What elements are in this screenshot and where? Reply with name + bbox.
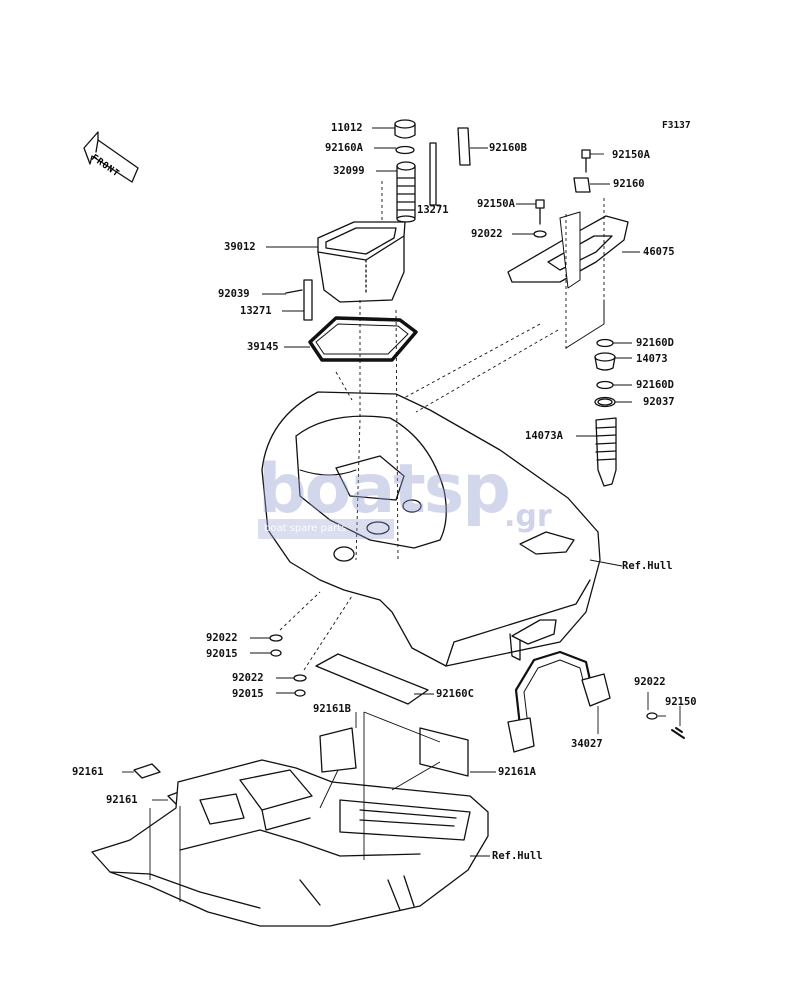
part-label-92161A: 92161A (498, 766, 536, 778)
watermark-main: boatsp (258, 450, 511, 529)
pin-92039 (285, 289, 303, 294)
pad-92160B (457, 127, 471, 166)
part-label-92160A: 92160A (325, 142, 363, 154)
part-label-92015-a: 92015 (206, 648, 238, 660)
part-label-92161-b: 92161 (106, 794, 138, 806)
part-label-11012: 11012 (331, 122, 363, 134)
hull-deck-upper (261, 391, 601, 667)
part-label-92037: 92037 (643, 396, 675, 408)
watermark-sub: boat spare parts (258, 519, 394, 539)
pad-92161-a (133, 763, 161, 779)
part-label-92022-a: 92022 (206, 632, 238, 644)
part-label-92039: 92039 (218, 288, 250, 300)
gasket-39145 (308, 316, 418, 362)
part-label-92160C: 92160C (436, 688, 474, 700)
washer-92022-top (533, 230, 547, 238)
bolt-92150A-top (581, 149, 591, 173)
ref-hull-lower: Ref.Hull (492, 850, 543, 862)
bracket-13271-low (303, 279, 313, 321)
part-label-92160D-1: 92160D (636, 337, 674, 349)
part-label-39145: 39145 (247, 341, 279, 353)
oring-92160A (395, 145, 415, 155)
watermark-logo: boatsp boat spare parts .gr (258, 450, 552, 545)
part-label-39012: 39012 (224, 241, 256, 253)
hose-14073A (595, 417, 617, 487)
oring-92160D-1 (596, 338, 614, 348)
part-label-92022-top: 92022 (471, 228, 503, 240)
washer-92022-a (269, 634, 283, 642)
rear-handle-34027 (507, 650, 611, 753)
part-label-13271-top: 13271 (417, 204, 449, 216)
filler-32099 (396, 161, 416, 223)
part-label-92160D-2: 92160D (636, 379, 674, 391)
nut-92015-b (294, 689, 306, 697)
part-label-92150A-mid: 92150A (477, 198, 515, 210)
part-label-92022-right: 92022 (634, 676, 666, 688)
hull-lower (91, 759, 489, 927)
clamp-92037 (594, 396, 616, 408)
oring-92160D-2 (596, 380, 614, 390)
part-label-34027: 34027 (571, 738, 603, 750)
bolt-92150A-mid (535, 199, 545, 225)
part-label-14073: 14073 (636, 353, 668, 365)
part-label-92022-b: 92022 (232, 672, 264, 684)
part-label-13271-low: 13271 (240, 305, 272, 317)
cap-11012 (394, 119, 416, 139)
part-label-46075: 46075 (643, 246, 675, 258)
bracket-13271-top (429, 142, 437, 206)
part-label-92160B: 92160B (489, 142, 527, 154)
pad-92160C (315, 653, 429, 705)
part-label-92161B: 92161B (313, 703, 351, 715)
nut-92015-a (270, 649, 282, 657)
part-label-92161-a: 92161 (72, 766, 104, 778)
part-label-92150: 92150 (665, 696, 697, 708)
washer-92022-b (293, 674, 307, 682)
pad-92161B (319, 727, 357, 773)
washer-92022-right (646, 712, 658, 720)
part-label-92015-b: 92015 (232, 688, 264, 700)
pad-92161A (419, 727, 469, 777)
damper-92160 (573, 177, 591, 193)
part-label-14073A: 14073A (525, 430, 563, 442)
part-label-32099: 32099 (333, 165, 365, 177)
watermark-tld: .gr (504, 499, 552, 534)
part-label-92150A-top: 92150A (612, 149, 650, 161)
storage-box-39012 (317, 221, 406, 303)
bolt-92150 (671, 727, 685, 739)
ref-hull-upper: Ref.Hull (622, 560, 673, 572)
part-label-92160: 92160 (613, 178, 645, 190)
figure-code: F3137 (662, 120, 691, 131)
front-arrow-icon (83, 131, 139, 183)
grommet-14073 (594, 352, 616, 371)
